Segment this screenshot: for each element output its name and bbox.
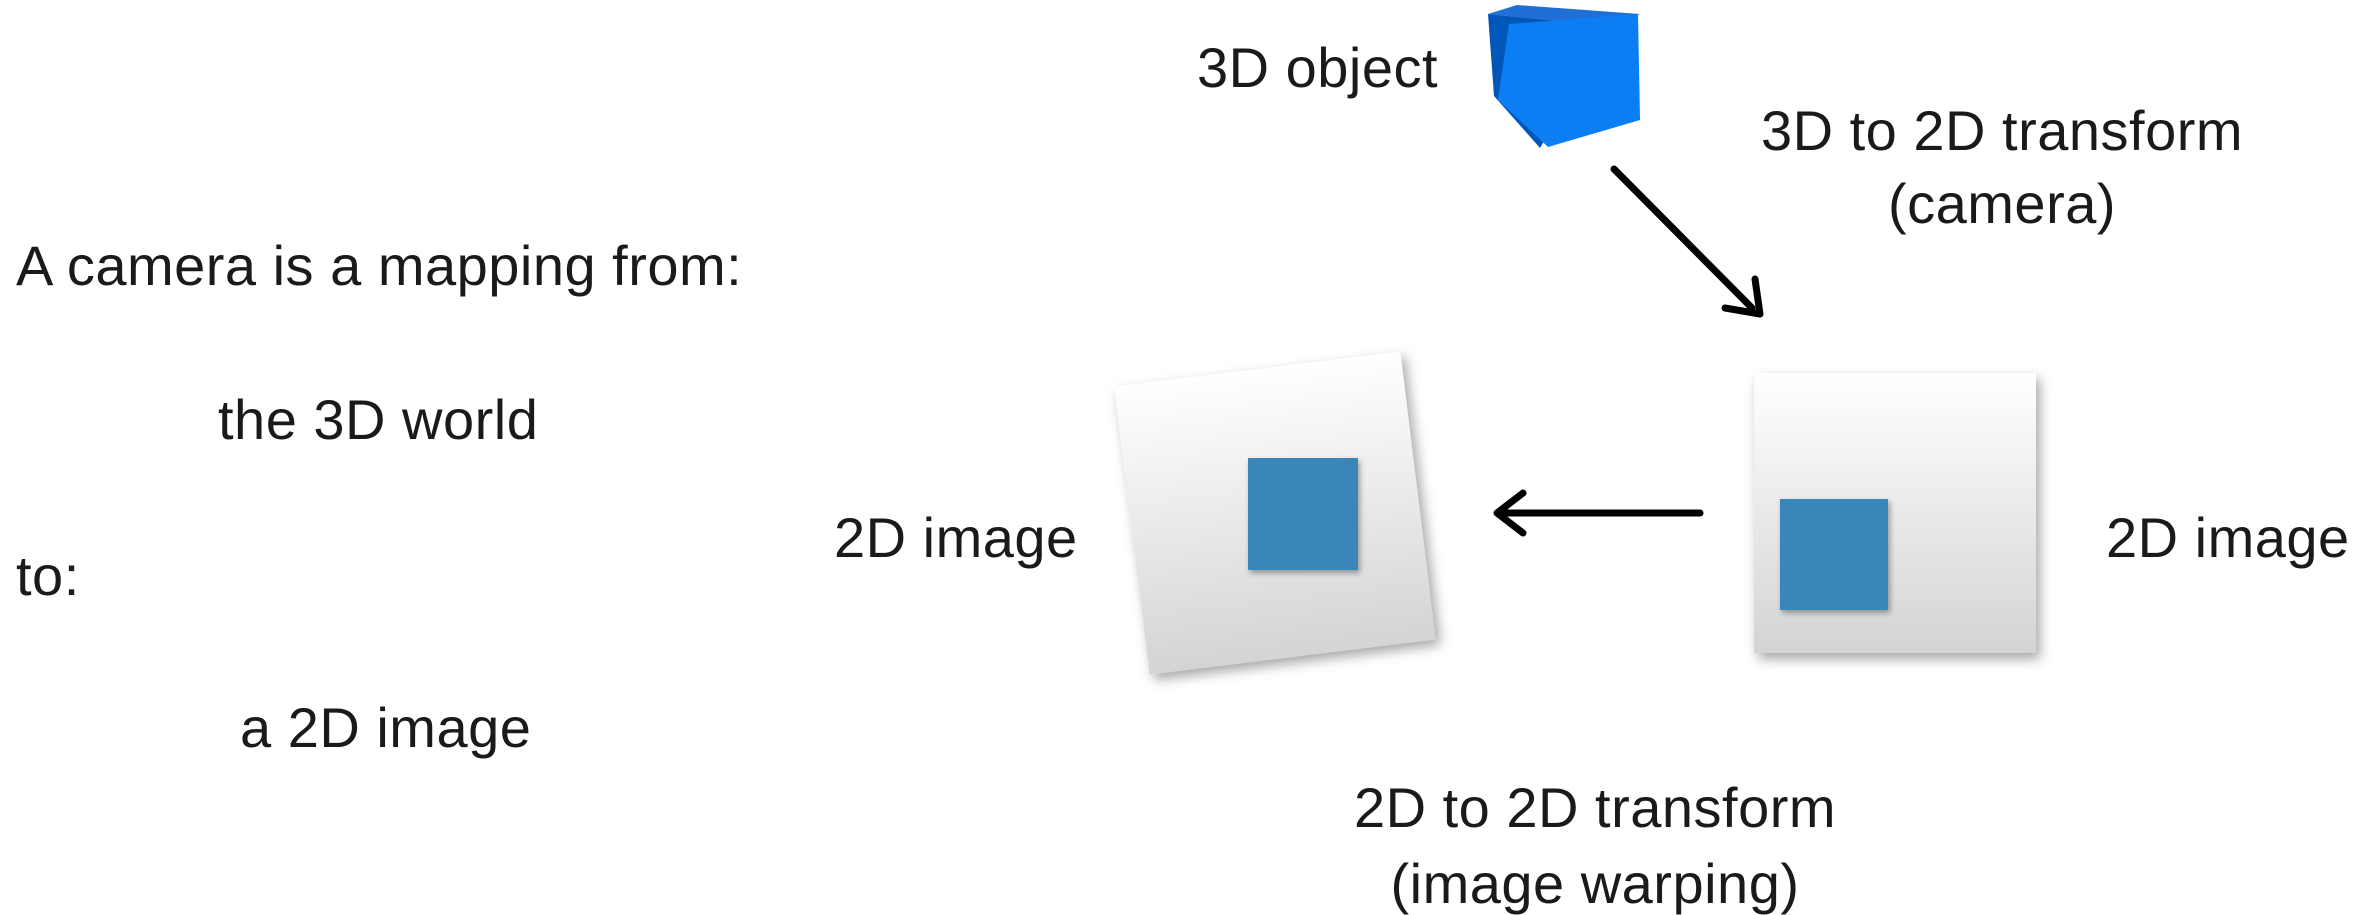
image-left-label: 2D image: [834, 506, 1078, 569]
intro-line: A camera is a mapping from:: [16, 234, 743, 297]
cube-front: [1498, 14, 1640, 147]
image-line: a 2D image: [240, 696, 532, 759]
warp-transform-line2: (image warping): [1390, 852, 1800, 915]
warp-arrow: [1493, 489, 1704, 537]
square-right: [1780, 499, 1888, 610]
camera-arrow: [1610, 165, 1764, 318]
image-right-label: 2D image: [2106, 506, 2350, 569]
world-line: the 3D world: [218, 388, 539, 451]
camera-transform-line1: 3D to 2D transform: [1760, 99, 2244, 162]
object-label: 3D object: [1197, 36, 1439, 99]
warp-transform-label: 2D to 2D transform (image warping): [1354, 780, 1836, 912]
cube-icon: [1488, 5, 1640, 148]
square-left: [1248, 458, 1358, 570]
to-line: to:: [16, 544, 80, 607]
camera-transform-label: 3D to 2D transform (camera): [1761, 103, 2243, 232]
warp-transform-line1: 2D to 2D transform: [1353, 776, 1837, 839]
camera-transform-line2: (camera): [1887, 172, 2117, 235]
image-panel-right: [1754, 373, 2036, 653]
